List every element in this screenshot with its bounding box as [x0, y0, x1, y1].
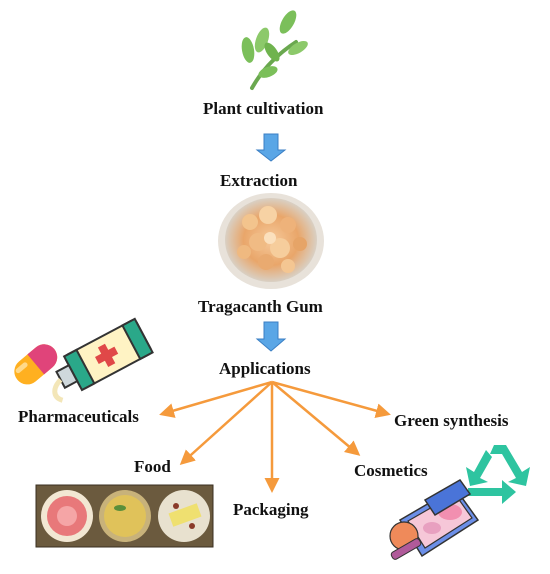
application-green-synthesis: Green synthesis [394, 411, 509, 430]
makeup-palette-icon [389, 479, 480, 560]
arrow-to-cosmetics [271, 381, 361, 456]
application-packaging: Packaging [233, 500, 309, 519]
step-plant-cultivation: Plant cultivation [203, 99, 324, 118]
arrow-to-green-synthesis [271, 380, 391, 419]
capsule-icon [14, 344, 58, 385]
step-extraction: Extraction [220, 171, 298, 190]
ointment-tube-icon [52, 317, 154, 403]
step-applications: Applications [219, 359, 311, 378]
plant-sprig-icon [241, 10, 308, 90]
down-arrow-1 [255, 133, 287, 162]
food-plates-image [35, 484, 214, 548]
recycle-icon [466, 445, 530, 504]
down-arrow-2 [255, 321, 287, 352]
arrow-to-pharmaceuticals [159, 380, 273, 418]
application-cosmetics: Cosmetics [354, 461, 428, 480]
application-pharmaceuticals: Pharmaceuticals [18, 407, 139, 426]
step-tragacanth-gum: Tragacanth Gum [198, 297, 323, 316]
gum-bowl-image [218, 193, 324, 289]
arrow-to-food [179, 381, 273, 466]
branch-arrows [159, 380, 391, 493]
application-food: Food [134, 457, 171, 476]
